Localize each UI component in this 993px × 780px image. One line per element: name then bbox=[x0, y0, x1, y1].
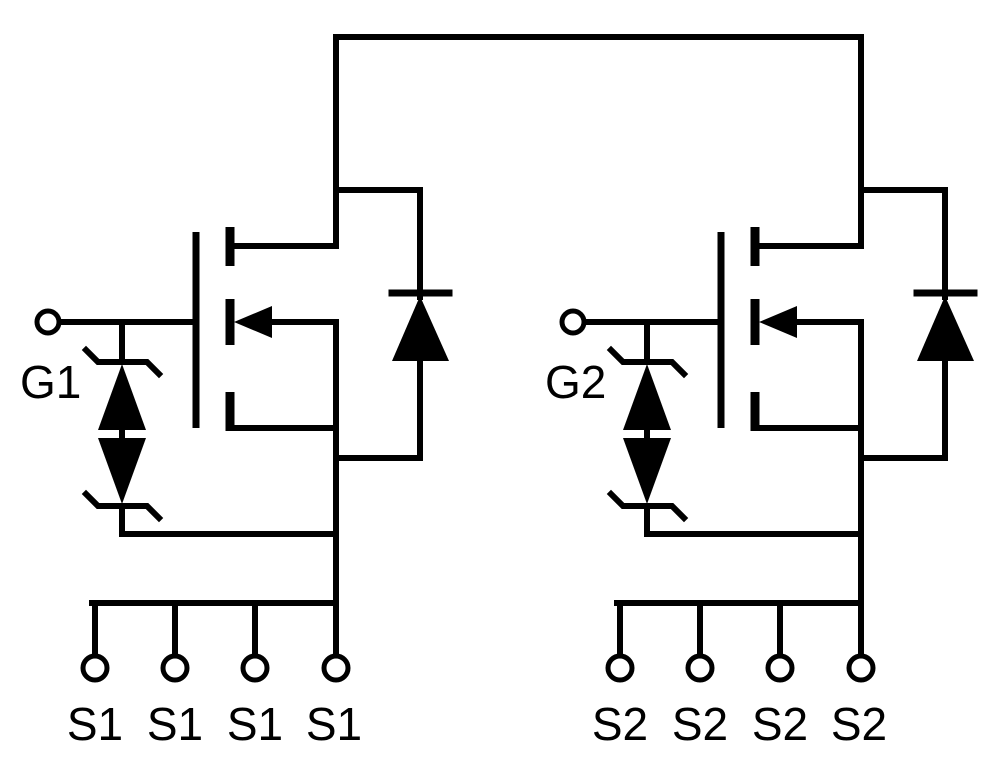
zener-cathode-bar-top bbox=[606, 345, 689, 379]
source-label: S1 bbox=[306, 698, 362, 750]
source-terminal-circle bbox=[765, 653, 795, 683]
source-label: S1 bbox=[67, 698, 123, 750]
zener-diode-bottom bbox=[98, 438, 146, 504]
mosfet-circuit-2: G2 S2 S2 S2 S2 bbox=[545, 34, 978, 750]
gate-label: G2 bbox=[545, 356, 606, 408]
source-label: S2 bbox=[592, 698, 648, 750]
source-terminal-circle bbox=[685, 653, 715, 683]
source-label: S2 bbox=[672, 698, 728, 750]
zener-diode-bottom bbox=[623, 438, 671, 504]
source-terminal-circle bbox=[605, 653, 635, 683]
body-arrow bbox=[234, 306, 272, 338]
source-terminal-circle bbox=[846, 653, 876, 683]
body-arrow bbox=[759, 306, 797, 338]
source-label: S1 bbox=[147, 698, 203, 750]
zener-diode-top bbox=[623, 364, 671, 430]
source-terminal-circle bbox=[321, 653, 351, 683]
gate-label: G1 bbox=[20, 356, 81, 408]
gate-terminal-circle bbox=[559, 308, 587, 336]
zener-cathode-bar-top bbox=[81, 345, 164, 379]
source-label: S2 bbox=[831, 698, 887, 750]
gate-terminal-circle bbox=[34, 308, 62, 336]
body-diode-triangle bbox=[392, 296, 449, 361]
zener-diode-top bbox=[98, 364, 146, 430]
mosfet-circuit-1: G1 S1 S1 S1 S1 bbox=[20, 34, 453, 750]
source-terminal-circle bbox=[80, 653, 110, 683]
source-terminal-circle bbox=[160, 653, 190, 683]
source-label: S2 bbox=[752, 698, 808, 750]
body-diode-triangle bbox=[917, 296, 974, 361]
source-terminal-circle bbox=[240, 653, 270, 683]
source-label: S1 bbox=[227, 698, 283, 750]
